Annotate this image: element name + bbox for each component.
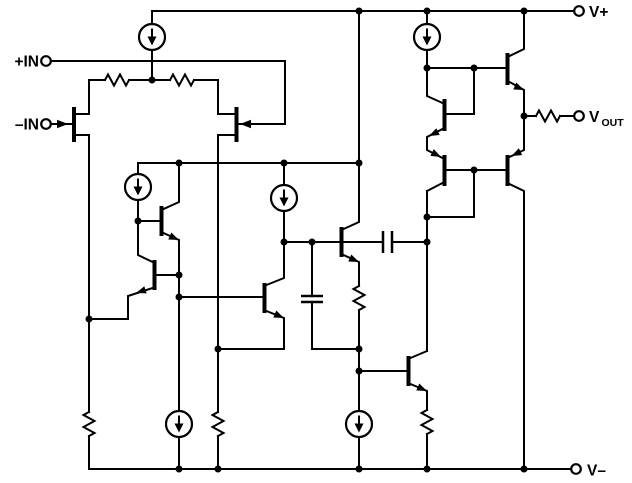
bias-row-wires	[137, 10, 360, 243]
transistor-bias-diode-top	[429, 99, 447, 136]
junction-dot	[355, 465, 363, 473]
junction-dot	[280, 238, 288, 246]
bjt-emitter-arrow-icon	[136, 286, 147, 294]
junction-dot	[355, 7, 363, 15]
gain-stage-wires	[178, 162, 428, 470]
bjt-emitter-arrow-icon	[273, 310, 284, 318]
junction-dot	[134, 217, 142, 225]
terminal-v-out	[573, 110, 585, 122]
bjt-emitter-arrow-icon	[430, 149, 441, 157]
label-v-plus: V+	[589, 4, 608, 21]
current-source-gain-stage	[269, 183, 299, 213]
jfet-gate-arrow-icon	[240, 119, 251, 129]
transistor-output-pnp	[505, 148, 523, 186]
resistor-tail-right	[210, 410, 226, 438]
junction-dot	[175, 159, 183, 167]
junction-dot	[470, 166, 478, 174]
resistor-gate-right	[168, 72, 196, 88]
terminal-v-minus	[570, 463, 582, 475]
top-rail-wire	[151, 10, 575, 25]
junction-dot	[520, 112, 528, 120]
resistor-output	[534, 108, 562, 124]
junction-dot	[175, 293, 183, 301]
current-source-output-bias	[412, 22, 442, 52]
input-jfet-left	[57, 107, 76, 142]
current-source-sink-mid	[344, 409, 374, 439]
bjt-emitter-arrow-icon	[429, 128, 440, 136]
junction-dot	[85, 315, 93, 323]
transistor-output-npn	[505, 53, 524, 90]
transistor-gain-2	[339, 227, 359, 262]
output-stage-wires	[473, 10, 575, 470]
transistor-bias-diode-bottom	[430, 149, 447, 186]
junction-dot	[175, 271, 183, 279]
bjt-emitter-arrow-icon	[168, 232, 179, 240]
resistor-gate-left	[103, 72, 131, 88]
current-source-arrow-icon	[147, 36, 157, 46]
junction-dot	[308, 238, 316, 246]
jfet-gate-arrow-icon	[57, 119, 68, 129]
transistor-mirror-bottom	[136, 260, 157, 294]
current-source-arrow-icon	[422, 36, 432, 46]
terminal-v-plus	[573, 5, 585, 17]
output-bias-wires	[425, 10, 507, 218]
terminal-in-plus	[40, 55, 52, 67]
label-in-minus: –IN	[15, 117, 39, 134]
current-source-arrow-icon	[279, 197, 289, 207]
labels: +IN –IN V+ V OUT V–	[14, 4, 624, 480]
transistor-gain-1	[262, 283, 284, 318]
compensation-cap-vertical	[301, 294, 323, 304]
junction-dot	[470, 64, 478, 72]
current-source-arrow-icon	[354, 423, 364, 433]
current-source-sink-left	[164, 409, 194, 439]
junction-dot	[214, 465, 222, 473]
capacitors	[301, 231, 394, 304]
wires	[50, 10, 575, 470]
label-v-minus: V–	[587, 463, 606, 480]
terminals	[40, 5, 585, 475]
driver-wires	[358, 190, 429, 470]
resistors	[81, 72, 562, 438]
transistor-mirror-top	[159, 206, 179, 240]
junction-dot	[423, 7, 431, 15]
junction-dot	[520, 7, 528, 15]
bjt-emitter-arrow-icon	[511, 148, 523, 156]
junction-dot	[355, 345, 363, 353]
input-stage-wires	[50, 49, 286, 470]
label-v-out-subscript: OUT	[602, 117, 625, 129]
resistor-emitter-driver	[419, 408, 435, 436]
label-v-out: V	[589, 109, 600, 126]
junction-dot	[280, 159, 288, 167]
junction-dot	[423, 64, 431, 72]
compensation-cap-horizontal	[381, 231, 394, 253]
resistor-tail-left	[81, 410, 97, 438]
bjt-emitter-arrow-icon	[416, 383, 427, 391]
junction-dot	[520, 465, 528, 473]
junction-dot	[423, 465, 431, 473]
bjt-emitter-arrow-icon	[513, 82, 524, 90]
junction-dot	[423, 213, 431, 221]
junction-dot	[355, 159, 363, 167]
label-in-plus: +IN	[14, 54, 39, 71]
current-source-mirror	[123, 172, 153, 202]
junction-dots	[85, 7, 528, 473]
current-source-arrow-icon	[174, 423, 184, 433]
transistor-driver	[406, 356, 427, 391]
current-source-input-tail	[137, 22, 167, 52]
junction-dot	[214, 345, 222, 353]
current-source-arrow-icon	[133, 186, 143, 196]
terminal-in-minus	[40, 118, 52, 130]
resistor-emitter-mid	[351, 284, 367, 312]
junction-dot	[175, 465, 183, 473]
input-jfet-right	[234, 107, 251, 142]
junction-dot	[423, 238, 431, 246]
bjt-emitter-arrow-icon	[348, 254, 359, 262]
junction-dot	[355, 367, 363, 375]
junction-dot	[148, 76, 156, 84]
